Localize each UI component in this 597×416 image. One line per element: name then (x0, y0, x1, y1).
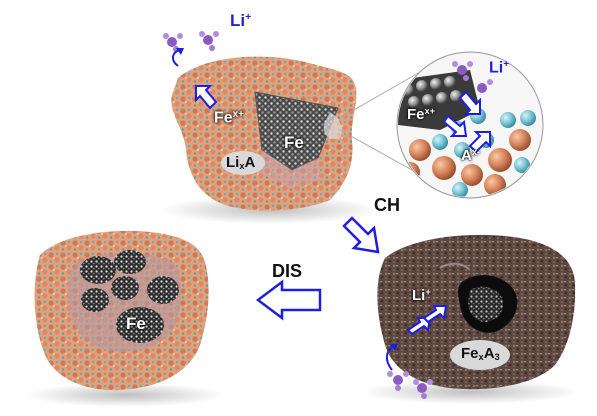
lixa-label: LixA (226, 154, 256, 171)
fe-label-top: Fe (284, 133, 304, 152)
dis-label: DIS (272, 261, 303, 281)
lixa-label-bg (221, 151, 265, 175)
fexa3-label: FexA3 (461, 345, 500, 362)
ch-label: CH (374, 195, 400, 215)
charge-arrow (342, 216, 380, 254)
li-ion-label-top: Li+ (230, 11, 252, 30)
zoom-arrows (442, 90, 491, 154)
dissolution-arrow-top (195, 85, 218, 110)
top-particle (160, 56, 380, 224)
zoom-lithium-cluster (452, 61, 493, 93)
iron-clusters (80, 250, 179, 343)
discharged-particle (25, 230, 225, 407)
lithium-ion-cluster-bottom (387, 371, 433, 399)
fexa3-label-bg (450, 340, 510, 370)
lithium-ion-cluster-top (163, 31, 219, 67)
zoom-anion-label: Ax- (461, 147, 481, 165)
discharge-arrow (255, 279, 322, 321)
li-ion-label-right: Li+ (412, 287, 431, 305)
zoom-li-ion-label: Li+ (489, 59, 510, 77)
zoom-connectors (339, 71, 421, 171)
zoom-inset (396, 51, 544, 199)
zoom-fe-ion-label: Fex+ (407, 106, 436, 124)
fe-ion-label-top: Fex+ (214, 109, 244, 127)
lithium-entry-arrows (386, 305, 448, 371)
charged-particle (360, 234, 580, 404)
fe-label-left: Fe (126, 314, 146, 333)
